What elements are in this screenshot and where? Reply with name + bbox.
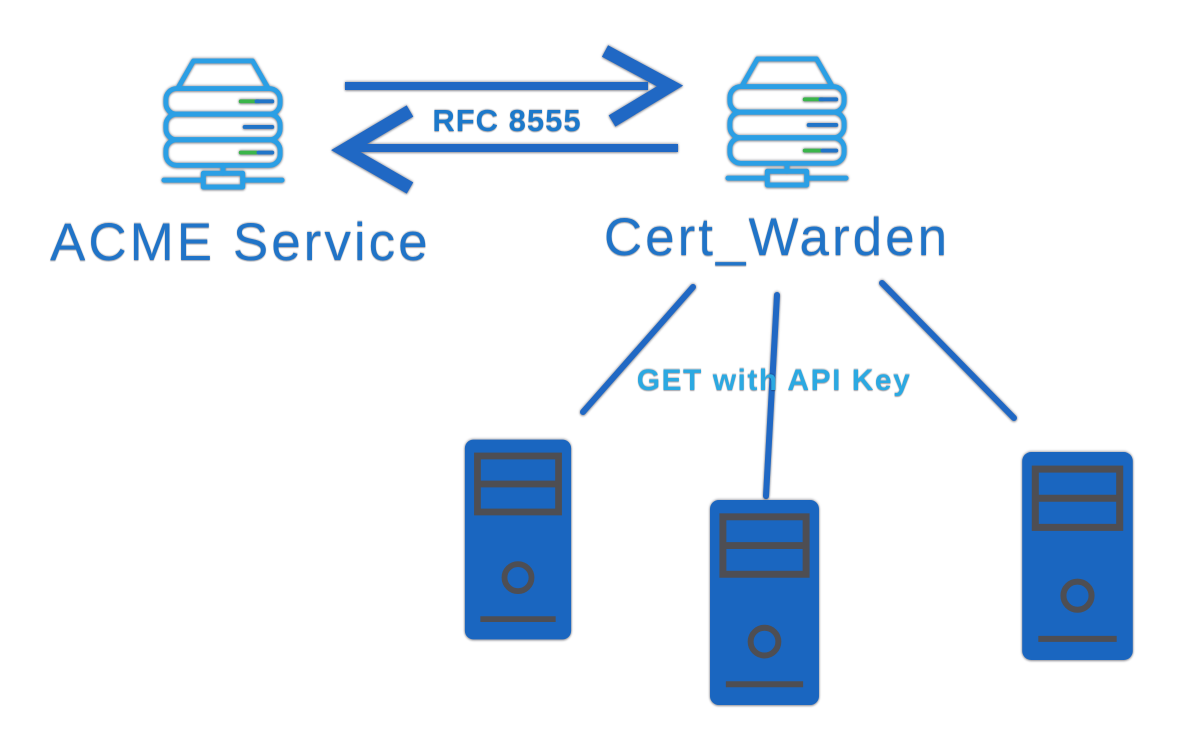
server-top <box>739 56 835 89</box>
api-line-left <box>580 284 696 415</box>
tower-power-button <box>1060 578 1095 613</box>
tower-body <box>710 499 819 706</box>
api-fan-out-lines <box>580 280 1017 499</box>
cert-warden-label: Cert_Warden <box>603 208 951 267</box>
tower-drive-bay <box>719 513 810 578</box>
api-line-middle <box>763 292 780 499</box>
rfc-8555-label: RFC 8555 <box>432 103 582 138</box>
tower-power-button <box>747 624 782 659</box>
arrow-left-head <box>331 105 414 194</box>
tower-power-button <box>501 561 535 595</box>
cert-warden-server-stack-icon <box>725 56 849 188</box>
server-top <box>175 58 271 91</box>
tower-body <box>1022 452 1133 660</box>
client-computer-tower-icon <box>710 499 819 706</box>
acme-server-stack-icon <box>161 58 285 190</box>
rfc-bidirectional-arrows <box>331 45 684 194</box>
network-port <box>200 170 246 190</box>
api-line-right <box>879 280 1017 421</box>
client-computer-tower-icon <box>1022 452 1133 660</box>
acme-service-label: ACME Service <box>50 213 431 272</box>
get-with-api-key-label: GET with API Key <box>636 364 912 397</box>
arrow-right-head <box>601 45 684 127</box>
client-computer-tower-icon <box>464 439 572 640</box>
network-port <box>764 168 810 188</box>
tower-body <box>464 439 572 640</box>
